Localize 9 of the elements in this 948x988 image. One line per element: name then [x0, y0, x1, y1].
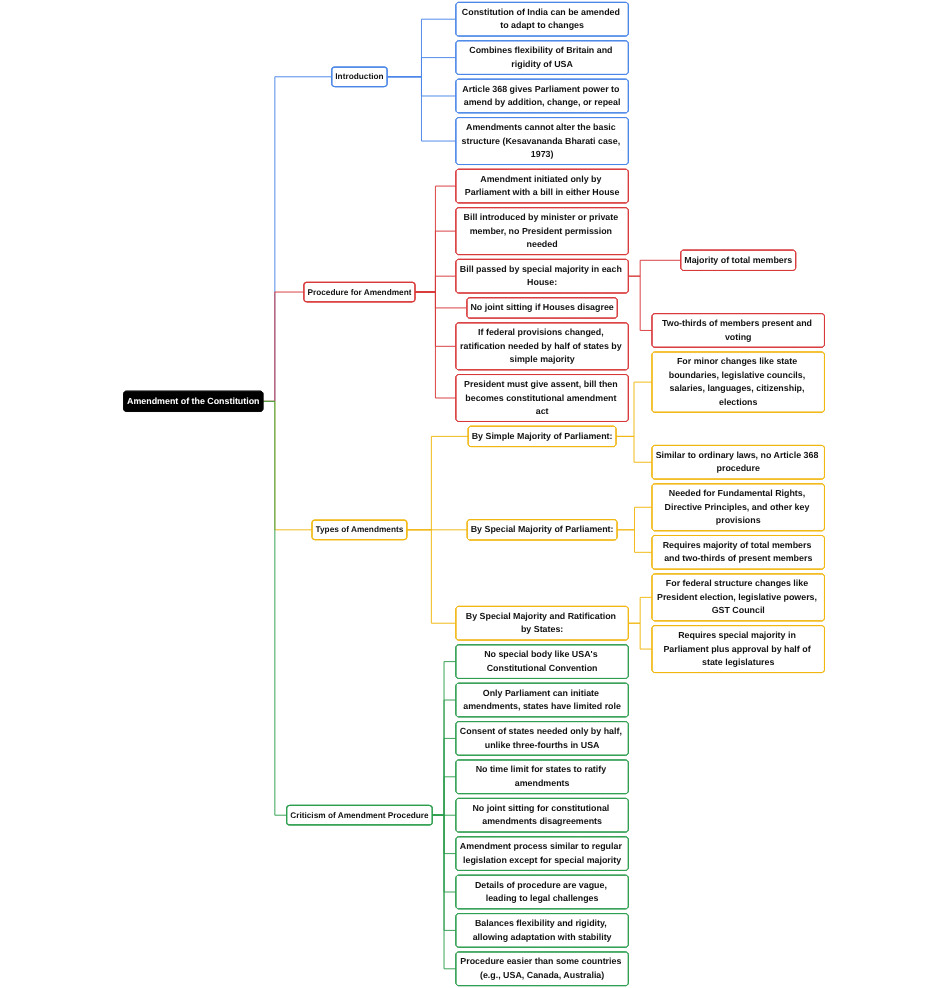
connector: [414, 291, 457, 399]
connector: [616, 529, 653, 553]
connector: [262, 400, 288, 816]
connector: [386, 76, 457, 142]
connector: [431, 814, 457, 970]
connector: [627, 622, 653, 650]
connector: [627, 275, 653, 331]
connector: [406, 529, 457, 624]
connector: [615, 435, 653, 463]
